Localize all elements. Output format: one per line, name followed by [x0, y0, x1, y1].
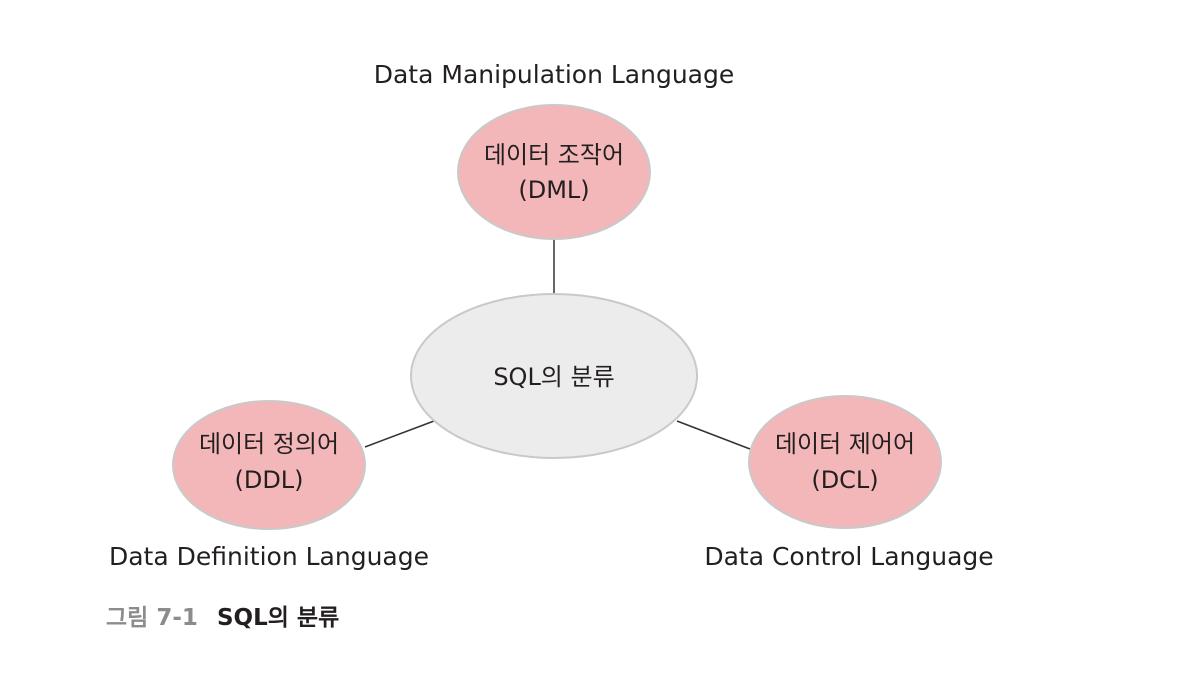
node-dcl-line2: (DCL)	[811, 466, 878, 494]
label-dcl: Data Control Language	[704, 542, 993, 571]
node-ddl	[172, 400, 366, 530]
figure-caption: 그림 7-1 SQL의 분류	[106, 605, 339, 631]
node-center	[410, 293, 698, 459]
connector-dcl	[676, 420, 751, 450]
figure-title: SQL의 분류	[217, 605, 339, 631]
node-dml-line1: 데이터 조작어	[484, 141, 624, 169]
node-dcl-line1: 데이터 제어어	[775, 430, 915, 458]
label-dml: Data Manipulation Language	[374, 60, 735, 89]
node-dcl	[748, 395, 942, 529]
node-dml-line2: (DML)	[518, 176, 589, 204]
node-center-label: SQL의 분류	[493, 363, 614, 391]
node-ddl-line1: 데이터 정의어	[199, 430, 339, 458]
label-ddl: Data Definition Language	[109, 542, 429, 571]
figure-number: 그림 7-1	[106, 605, 198, 631]
connector-ddl	[364, 420, 435, 448]
node-dml	[457, 104, 651, 240]
node-ddl-line2: (DDL)	[234, 466, 303, 494]
